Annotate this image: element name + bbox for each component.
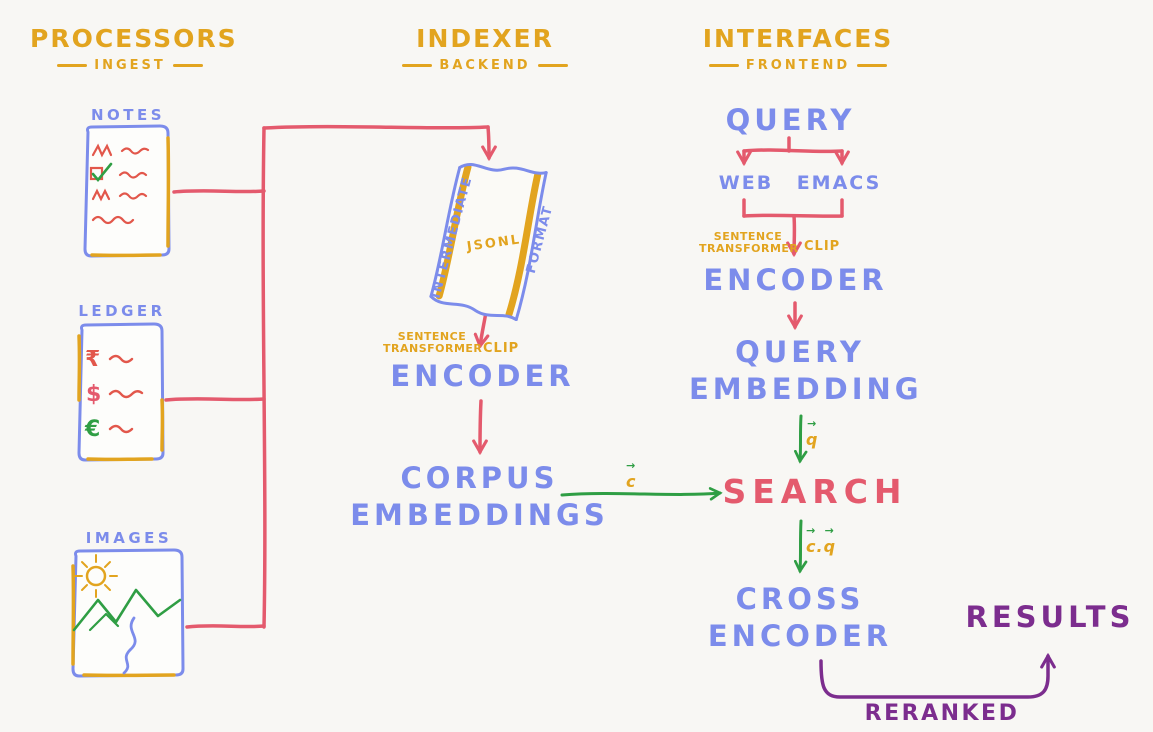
rupee-symbol: ₹ xyxy=(85,347,100,372)
indexer-model-label: SENTENCE TRANSFORMER xyxy=(383,330,483,355)
interfaces-model-line2: TRANSFORMER xyxy=(699,242,799,255)
euro-symbol: € xyxy=(84,417,100,442)
mountains-icon xyxy=(72,588,182,632)
indexer-encoder-label: ENCODER xyxy=(390,359,575,393)
images-label: IMAGES xyxy=(85,529,173,547)
interfaces-subtitle: FRONTEND xyxy=(698,58,898,73)
interfaces-clip-label: CLIP xyxy=(804,239,841,254)
indexer-model-line2: TRANSFORMER xyxy=(383,342,483,355)
query-vector-letter: q xyxy=(806,430,818,449)
dot-product-c: c xyxy=(806,537,816,556)
images-to-trunk-edge xyxy=(185,624,266,629)
processors-subtitle: INGEST xyxy=(40,58,220,73)
dot-product-q: q xyxy=(823,537,836,556)
river-icon xyxy=(122,616,137,675)
indexer-subtitle: BACKEND xyxy=(395,58,575,73)
indexer-clip-label: CLIP xyxy=(483,341,520,356)
corpus-line1: CORPUS xyxy=(400,461,559,495)
query-embedding-label: QUERY EMBEDDING xyxy=(689,334,923,408)
query-embedding-line1: QUERY xyxy=(735,335,865,369)
corpus-vector-letter: c xyxy=(626,472,636,491)
emacs-label: EMACS xyxy=(796,172,882,194)
indexer-subtitle-text: BACKEND xyxy=(439,58,531,73)
scroll-band-right xyxy=(505,171,542,318)
trunk-edge xyxy=(261,126,267,629)
cross-encoder-line1: CROSS xyxy=(735,582,865,616)
dot-product-separator: . xyxy=(816,537,823,556)
embedding-to-search-arrow xyxy=(793,414,808,464)
mountains-icon xyxy=(88,612,120,632)
ledger-card-border xyxy=(77,322,165,462)
corpus-line2: EMBEDDINGS xyxy=(350,498,609,532)
ledger-label: LEDGER xyxy=(78,302,166,320)
ledger-scribble-lines xyxy=(108,354,144,434)
scroll-band-left xyxy=(435,163,472,300)
cross-encoder-label: CROSS ENCODER xyxy=(700,581,900,655)
check-icon xyxy=(91,162,113,183)
processors-subtitle-text: INGEST xyxy=(94,58,166,73)
dot-product-label: → c . → q xyxy=(806,524,836,556)
dollar-symbol: $ xyxy=(86,382,101,407)
reranked-label: RERANKED xyxy=(864,701,1020,726)
subtitle-line xyxy=(708,64,739,67)
query-vector-label: → q xyxy=(806,417,818,449)
search-to-cross-arrow xyxy=(793,519,808,574)
subtitle-line xyxy=(172,64,203,67)
cross-encoder-line2: ENCODER xyxy=(707,619,893,653)
ledger-card-icon: ₹ $ € xyxy=(77,322,165,462)
cross-to-results-arrow xyxy=(819,652,1056,699)
notes-label: NOTES xyxy=(90,106,166,124)
subtitle-line xyxy=(857,64,888,67)
vector-arrow-icon: → xyxy=(807,417,817,430)
scroll-outline xyxy=(429,162,548,321)
query-label: QUERY xyxy=(725,103,856,137)
web-label: WEB xyxy=(718,172,774,194)
sun-icon xyxy=(74,554,118,598)
notes-to-trunk-edge xyxy=(172,189,266,194)
subtitle-line xyxy=(57,64,88,67)
note-scribble-lines xyxy=(89,143,150,225)
indexer-title: INDEXER xyxy=(416,24,554,53)
images-card-border xyxy=(71,548,185,678)
search-label: SEARCH xyxy=(722,472,908,511)
results-label: RESULTS xyxy=(965,600,1135,634)
vector-arrow-icon: → xyxy=(806,524,816,537)
merge-edge xyxy=(742,213,844,218)
interfaces-title: INTERFACES xyxy=(702,24,894,53)
processors-title: PROCESSORS xyxy=(30,24,238,53)
interfaces-model-line1: SENTENCE xyxy=(713,230,783,243)
vector-arrow-icon: → xyxy=(824,524,834,537)
trunk-to-scroll-arrow xyxy=(481,125,497,162)
interfaces-model-label: SENTENCE TRANSFORMER xyxy=(699,230,799,255)
indexer-model-line1: SENTENCE xyxy=(397,330,467,343)
images-card-icon xyxy=(71,548,185,678)
notes-card-icon xyxy=(83,124,171,258)
ledger-to-trunk-edge xyxy=(164,397,266,402)
trunk-to-scroll-h-edge xyxy=(262,124,490,130)
subtitle-line xyxy=(537,64,568,67)
encoder-to-corpus-arrow xyxy=(472,399,488,456)
subtitle-line xyxy=(402,64,433,67)
interfaces-subtitle-text: FRONTEND xyxy=(745,58,851,73)
scroll-icon xyxy=(429,162,548,321)
query-embedding-line2: EMBEDDING xyxy=(689,372,923,406)
interfaces-encoder-label: ENCODER xyxy=(703,263,888,297)
vector-arrow-icon: → xyxy=(626,459,636,472)
query-split-edge xyxy=(742,148,844,154)
corpus-embeddings-label: CORPUS EMBEDDINGS xyxy=(347,460,612,534)
corpus-vector-label: → c xyxy=(626,459,636,491)
